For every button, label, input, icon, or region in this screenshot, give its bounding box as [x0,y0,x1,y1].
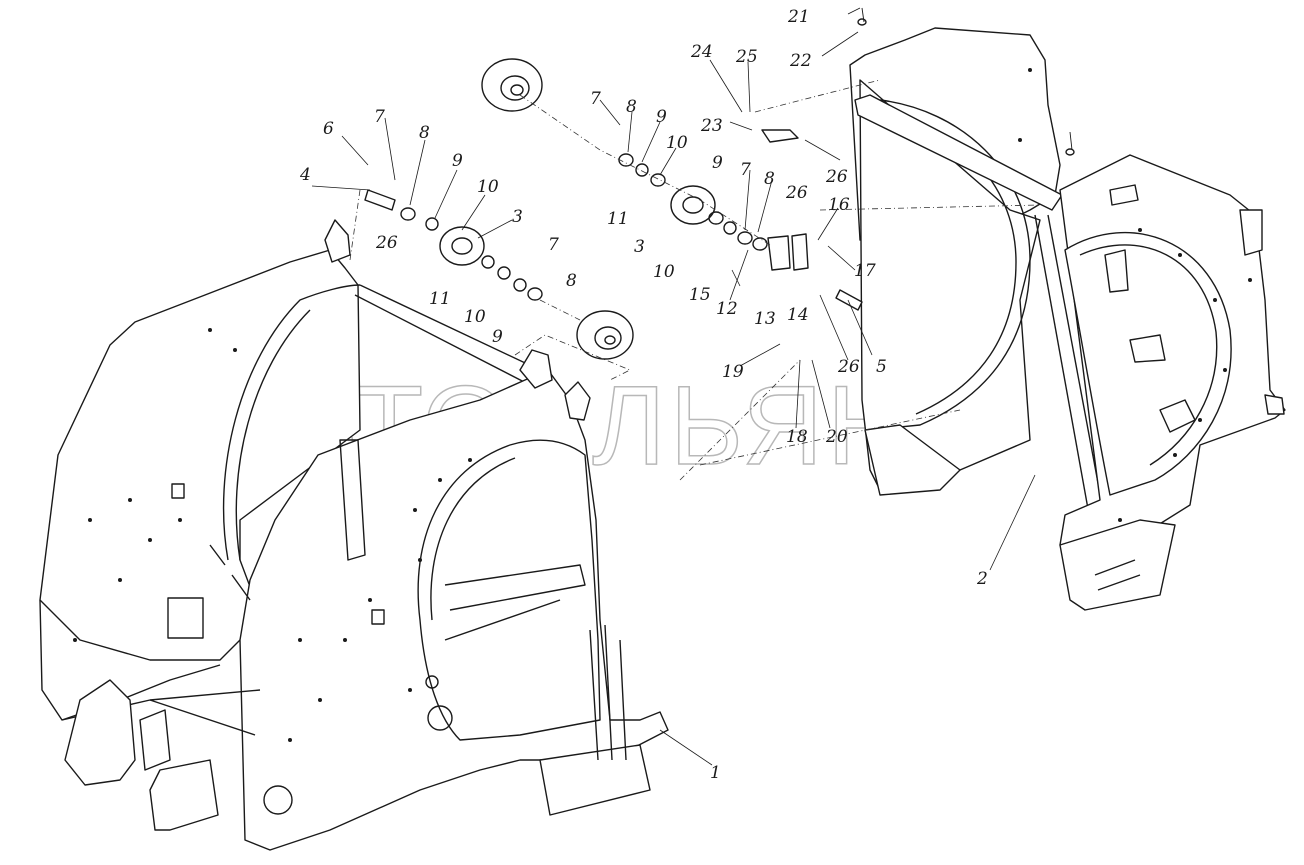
assembly-axes [349,79,1041,481]
callout-21: 21 [787,7,810,27]
callout-22: 22 [789,51,812,71]
main-frame-part-1 [39,219,669,851]
callout-labels: 1 2 3 3 4 5 6 7 7 7 7 8 8 8 8 9 9 9 9 10… [299,7,988,783]
callout-3-right: 3 [634,237,645,257]
callout-10-b: 10 [464,307,486,327]
callout-17: 17 [854,261,876,281]
callout-26-c: 26 [825,167,848,187]
callout-8-b: 8 [566,271,577,291]
right-frame-part-2 [849,27,1286,611]
callout-8-d: 8 [764,169,775,189]
callout-26-a: 26 [375,233,398,253]
callout-10-d: 10 [653,262,675,282]
callout-14: 14 [787,305,809,325]
callout-5: 5 [876,357,887,377]
callout-24: 24 [690,42,713,62]
callout-19: 19 [722,362,744,382]
callout-10-c: 10 [666,133,688,153]
callout-16: 16 [828,195,850,215]
callout-7-a: 7 [374,107,385,127]
callout-3-left: 3 [512,207,523,227]
callout-9-d: 9 [712,153,723,173]
callout-13: 13 [754,309,776,329]
callout-11-b: 11 [607,209,629,229]
leader-lines [311,7,1036,766]
callout-18: 18 [786,427,808,447]
callout-15: 15 [689,285,711,305]
callout-25: 25 [735,47,758,67]
callout-2: 2 [976,569,988,589]
roller-assemblies [364,7,1075,360]
callout-8-a: 8 [419,123,430,143]
callout-7-d: 7 [740,160,751,180]
callout-10-a: 10 [477,177,499,197]
callout-9-a: 9 [452,151,463,171]
callout-9-c: 9 [656,107,667,127]
callout-20: 20 [825,427,848,447]
callout-6: 6 [323,119,334,139]
callout-8-c: 8 [626,97,637,117]
callout-7-c: 7 [590,89,601,109]
callout-4: 4 [299,165,311,185]
callout-1: 1 [710,763,721,783]
callout-7-b: 7 [548,235,559,255]
callout-9-b: 9 [492,327,503,347]
callout-26-d: 26 [837,357,860,377]
callout-12: 12 [716,299,738,319]
callout-26-b: 26 [785,183,808,203]
callout-11-a: 11 [429,289,451,309]
callout-23: 23 [700,116,723,136]
